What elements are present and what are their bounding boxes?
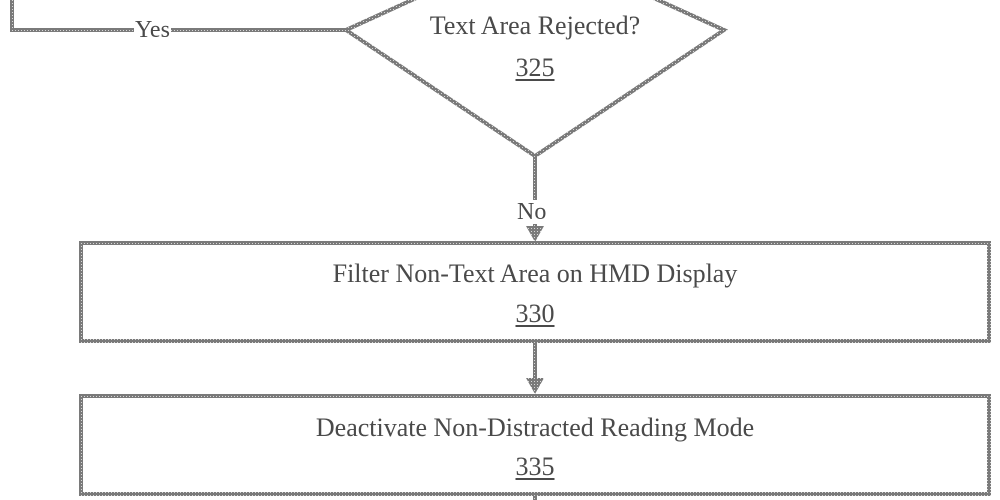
yes-label: Yes	[134, 18, 171, 42]
decision-question: Text Area Rejected?	[385, 11, 685, 41]
arrowhead-down-icon	[526, 226, 544, 242]
step-label-330: Filter Non-Text Area on HMD Display	[85, 259, 985, 289]
step-ref-335: 335	[485, 452, 585, 482]
decision-ref: 325	[485, 53, 585, 83]
no-label: No	[516, 200, 547, 224]
arrowhead-down-icon	[526, 378, 544, 394]
step-label-335: Deactivate Non-Distracted Reading Mode	[85, 413, 985, 443]
step-ref-330: 330	[485, 299, 585, 329]
yes-branch-connector	[12, 0, 346, 30]
